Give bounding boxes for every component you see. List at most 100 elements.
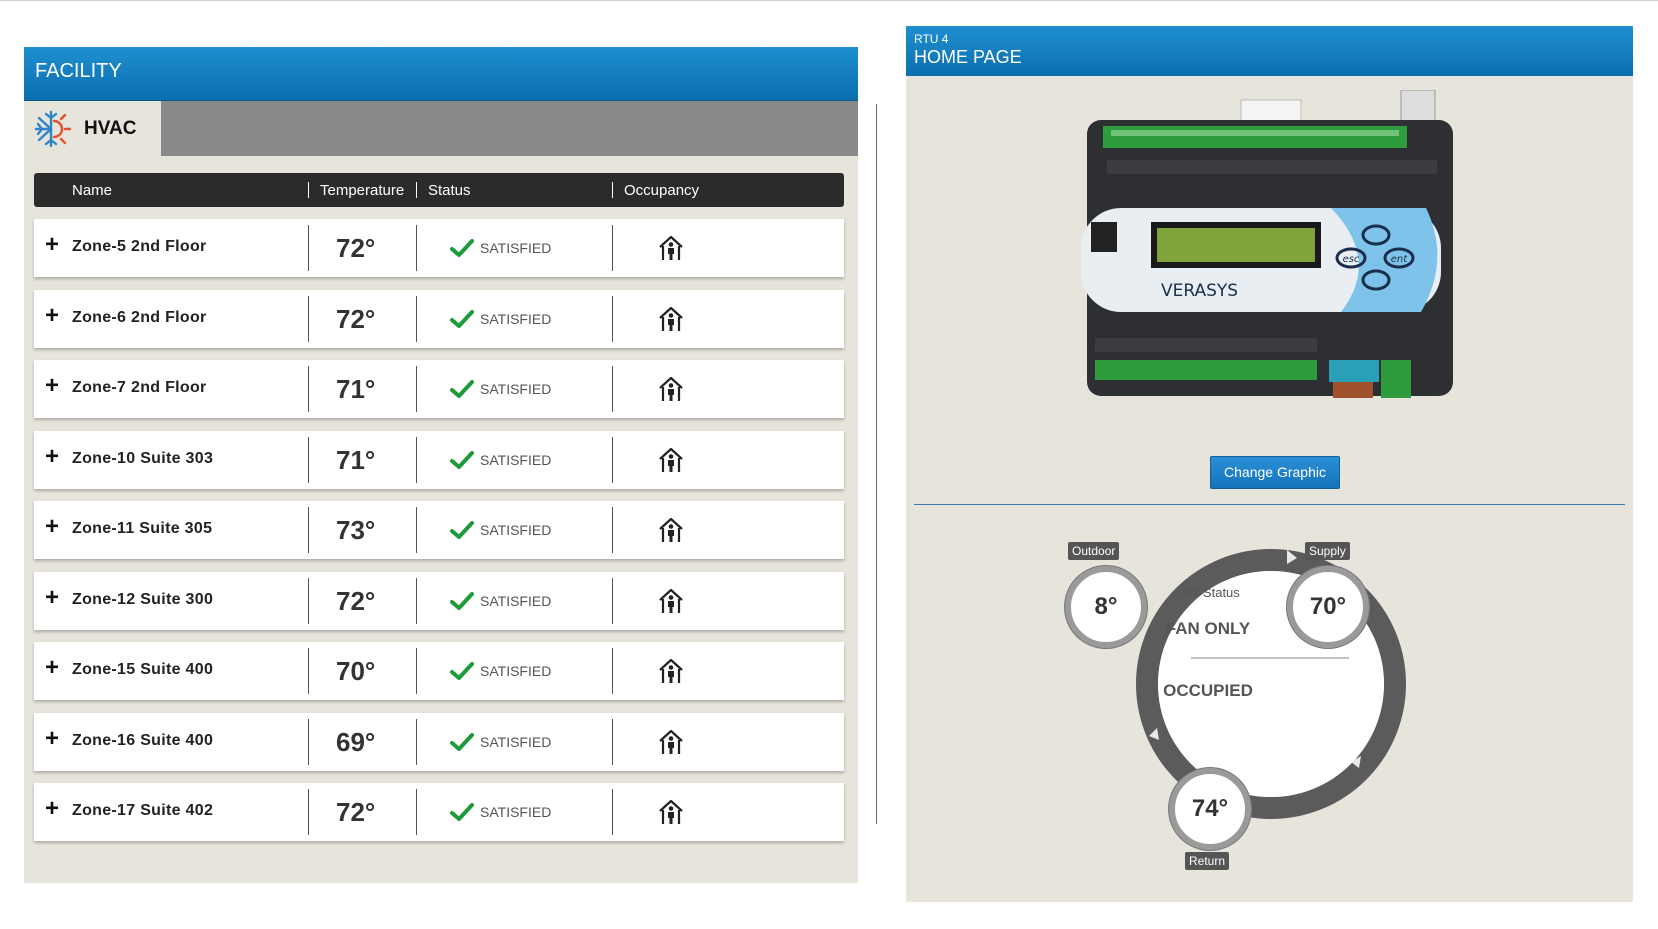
plus-icon[interactable]: +: [45, 724, 60, 752]
zone-status: SATISFIED: [480, 663, 552, 679]
checkmark-icon: [450, 379, 474, 399]
cell-divider: [416, 718, 417, 765]
cell-divider: [308, 436, 309, 483]
svg-text:esc: esc: [1343, 254, 1360, 265]
cell-divider: [308, 225, 309, 271]
zone-temperature: 71°: [336, 374, 376, 404]
zone-name: Zone-11 Suite 305: [72, 520, 213, 537]
checkmark-icon: [450, 309, 474, 329]
cell-divider: [308, 718, 309, 765]
rtu-panel: RTU 4 HOME PAGE esc ent VERASYS C: [906, 26, 1633, 902]
occupied-icon: [657, 587, 685, 615]
plus-icon[interactable]: +: [45, 583, 60, 611]
outdoor-label: Outdoor: [1068, 542, 1120, 560]
tab-hvac[interactable]: HVAC: [24, 101, 161, 156]
checkmark-icon: [450, 591, 474, 611]
device-brand: VERASYS: [1161, 281, 1238, 301]
cell-divider: [416, 436, 417, 483]
col-occupancy: Occupancy: [624, 182, 700, 199]
plus-icon[interactable]: +: [45, 372, 60, 399]
plus-icon[interactable]: +: [45, 442, 60, 470]
cell-divider: [612, 577, 613, 624]
flow-arrow-icon: [1149, 728, 1159, 740]
cell-divider: [416, 789, 417, 835]
checkmark-icon: [450, 238, 474, 258]
facility-title: FACILITY: [35, 60, 122, 82]
rtu-title: HOME PAGE: [914, 47, 1022, 67]
tab-bar: HVAC: [24, 101, 858, 156]
checkmark-icon: [450, 732, 474, 752]
header-divider: [416, 182, 417, 198]
facility-header: FACILITY: [24, 47, 858, 101]
zone-list: + Zone-5 2nd Floor 72° SATISFIED +Zone-6 2nd…: [34, 219, 844, 854]
zone-name: Zone-10 Suite 303: [72, 449, 214, 467]
controller-device-graphic: esc ent VERASYS: [1081, 90, 1453, 398]
col-status: Status: [428, 182, 471, 199]
plus-icon[interactable]: +: [45, 301, 60, 329]
zone-name: Zone-15 Suite 400: [72, 661, 214, 678]
checkmark-icon: [450, 450, 474, 470]
cell-divider: [416, 295, 417, 342]
zone-temperature: 73°: [336, 515, 376, 545]
cell-divider: [308, 789, 309, 835]
zone-temperature: 69°: [336, 726, 376, 757]
zone-status: SATISFIED: [480, 804, 552, 820]
hvac-icon: [34, 110, 72, 147]
rtu-header: RTU 4 HOME PAGE: [906, 26, 1633, 76]
cell-divider: [416, 648, 417, 694]
plus-icon[interactable]: +: [45, 231, 60, 258]
flow-arrow-icon: [1351, 756, 1361, 768]
cell-divider: [612, 366, 613, 412]
return-temp: 74°: [1169, 768, 1251, 850]
checkmark-icon: [450, 661, 474, 681]
table-row[interactable]: + Zone-10 Suite 303 71° SATISFIED: [34, 430, 844, 489]
top-border: [0, 0, 1658, 1]
flow-arrow-icon: [1287, 550, 1297, 564]
cell-divider: [612, 225, 613, 271]
zone-status: SATISFIED: [480, 451, 552, 468]
checkmark-icon: [450, 520, 474, 540]
cell-divider: [308, 507, 309, 553]
unit-status-dial: Outdoor 8° Supply 70° 74° Return Unit St…: [1065, 534, 1451, 894]
supply-temp: 70°: [1287, 566, 1369, 648]
outdoor-temp: 8°: [1065, 566, 1147, 648]
panel-divider: [876, 104, 877, 824]
plus-icon[interactable]: +: [45, 513, 60, 540]
cell-divider: [308, 295, 309, 342]
facility-panel: FACILITY HVA: [24, 47, 858, 883]
cell-divider: [308, 366, 309, 412]
cell-divider: [308, 648, 309, 694]
plus-icon[interactable]: +: [45, 795, 60, 822]
zone-status: SATISFIED: [480, 733, 552, 750]
col-temperature: Temperature: [320, 182, 405, 199]
cell-divider: [612, 507, 613, 553]
change-graphic-button[interactable]: Change Graphic: [1210, 456, 1340, 489]
cell-divider: [416, 366, 417, 412]
zone-temperature: 71°: [336, 444, 376, 475]
cell-divider: [416, 507, 417, 553]
supply-label: Supply: [1305, 542, 1350, 560]
zone-status: SATISFIED: [480, 240, 552, 256]
header-divider: [308, 182, 309, 198]
unit-status-value: FAN ONLY: [1165, 619, 1251, 638]
zone-temperature: 72°: [336, 303, 376, 334]
plus-icon[interactable]: +: [45, 654, 60, 681]
occupied-icon: [657, 305, 685, 333]
cell-divider: [612, 295, 613, 342]
checkmark-icon: [450, 802, 474, 822]
return-label: Return: [1185, 852, 1230, 870]
tab-hvac-label: HVAC: [84, 117, 137, 139]
cell-divider: [612, 436, 613, 483]
cell-divider: [612, 648, 613, 694]
zone-name: Zone-5 2nd Floor: [72, 238, 207, 255]
cell-divider: [416, 577, 417, 624]
zone-temperature: 72°: [336, 797, 376, 827]
